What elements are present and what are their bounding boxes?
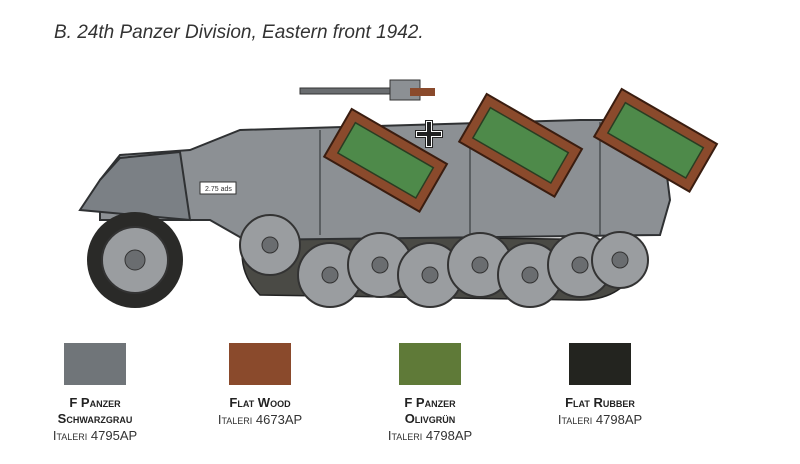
paint-name-2: Schwarzgrau xyxy=(57,411,133,426)
paint-name: Flat Rubber xyxy=(565,395,635,410)
paint-swatch-olivgrun: F Panzer Olivgrün Italeri 4798AP xyxy=(365,343,495,444)
paint-swatch-flat-wood: Flat Wood Italeri 4673AP xyxy=(195,343,325,428)
color-chip xyxy=(569,343,631,385)
color-chip xyxy=(399,343,461,385)
vehicle-plate: 2.75 ads xyxy=(205,186,232,193)
paint-name: F Panzer xyxy=(404,395,456,410)
paint-swatch-flat-rubber: Flat Rubber Italeri 4798AP xyxy=(535,343,665,428)
color-chip xyxy=(229,343,291,385)
halftrack-illustration: 2.75 ads xyxy=(78,79,719,308)
paint-name: F Panzer xyxy=(69,395,121,410)
balkenkreuz-icon xyxy=(415,120,443,148)
color-chip xyxy=(64,343,126,385)
paint-code: Italeri 4798AP xyxy=(387,428,473,443)
paint-name-2: Olivgrün xyxy=(404,411,456,426)
paint-name: Flat Wood xyxy=(229,395,291,410)
paint-code: Italeri 4798AP xyxy=(557,412,643,427)
caption-title: B. 24th Panzer Division, Eastern front 1… xyxy=(54,22,424,43)
paint-code: Italeri 4673AP xyxy=(217,412,303,427)
paint-swatch-schwarzgrau: F Panzer Schwarzgrau Italeri 4795AP xyxy=(30,343,160,444)
paint-code: Italeri 4795AP xyxy=(52,428,138,443)
